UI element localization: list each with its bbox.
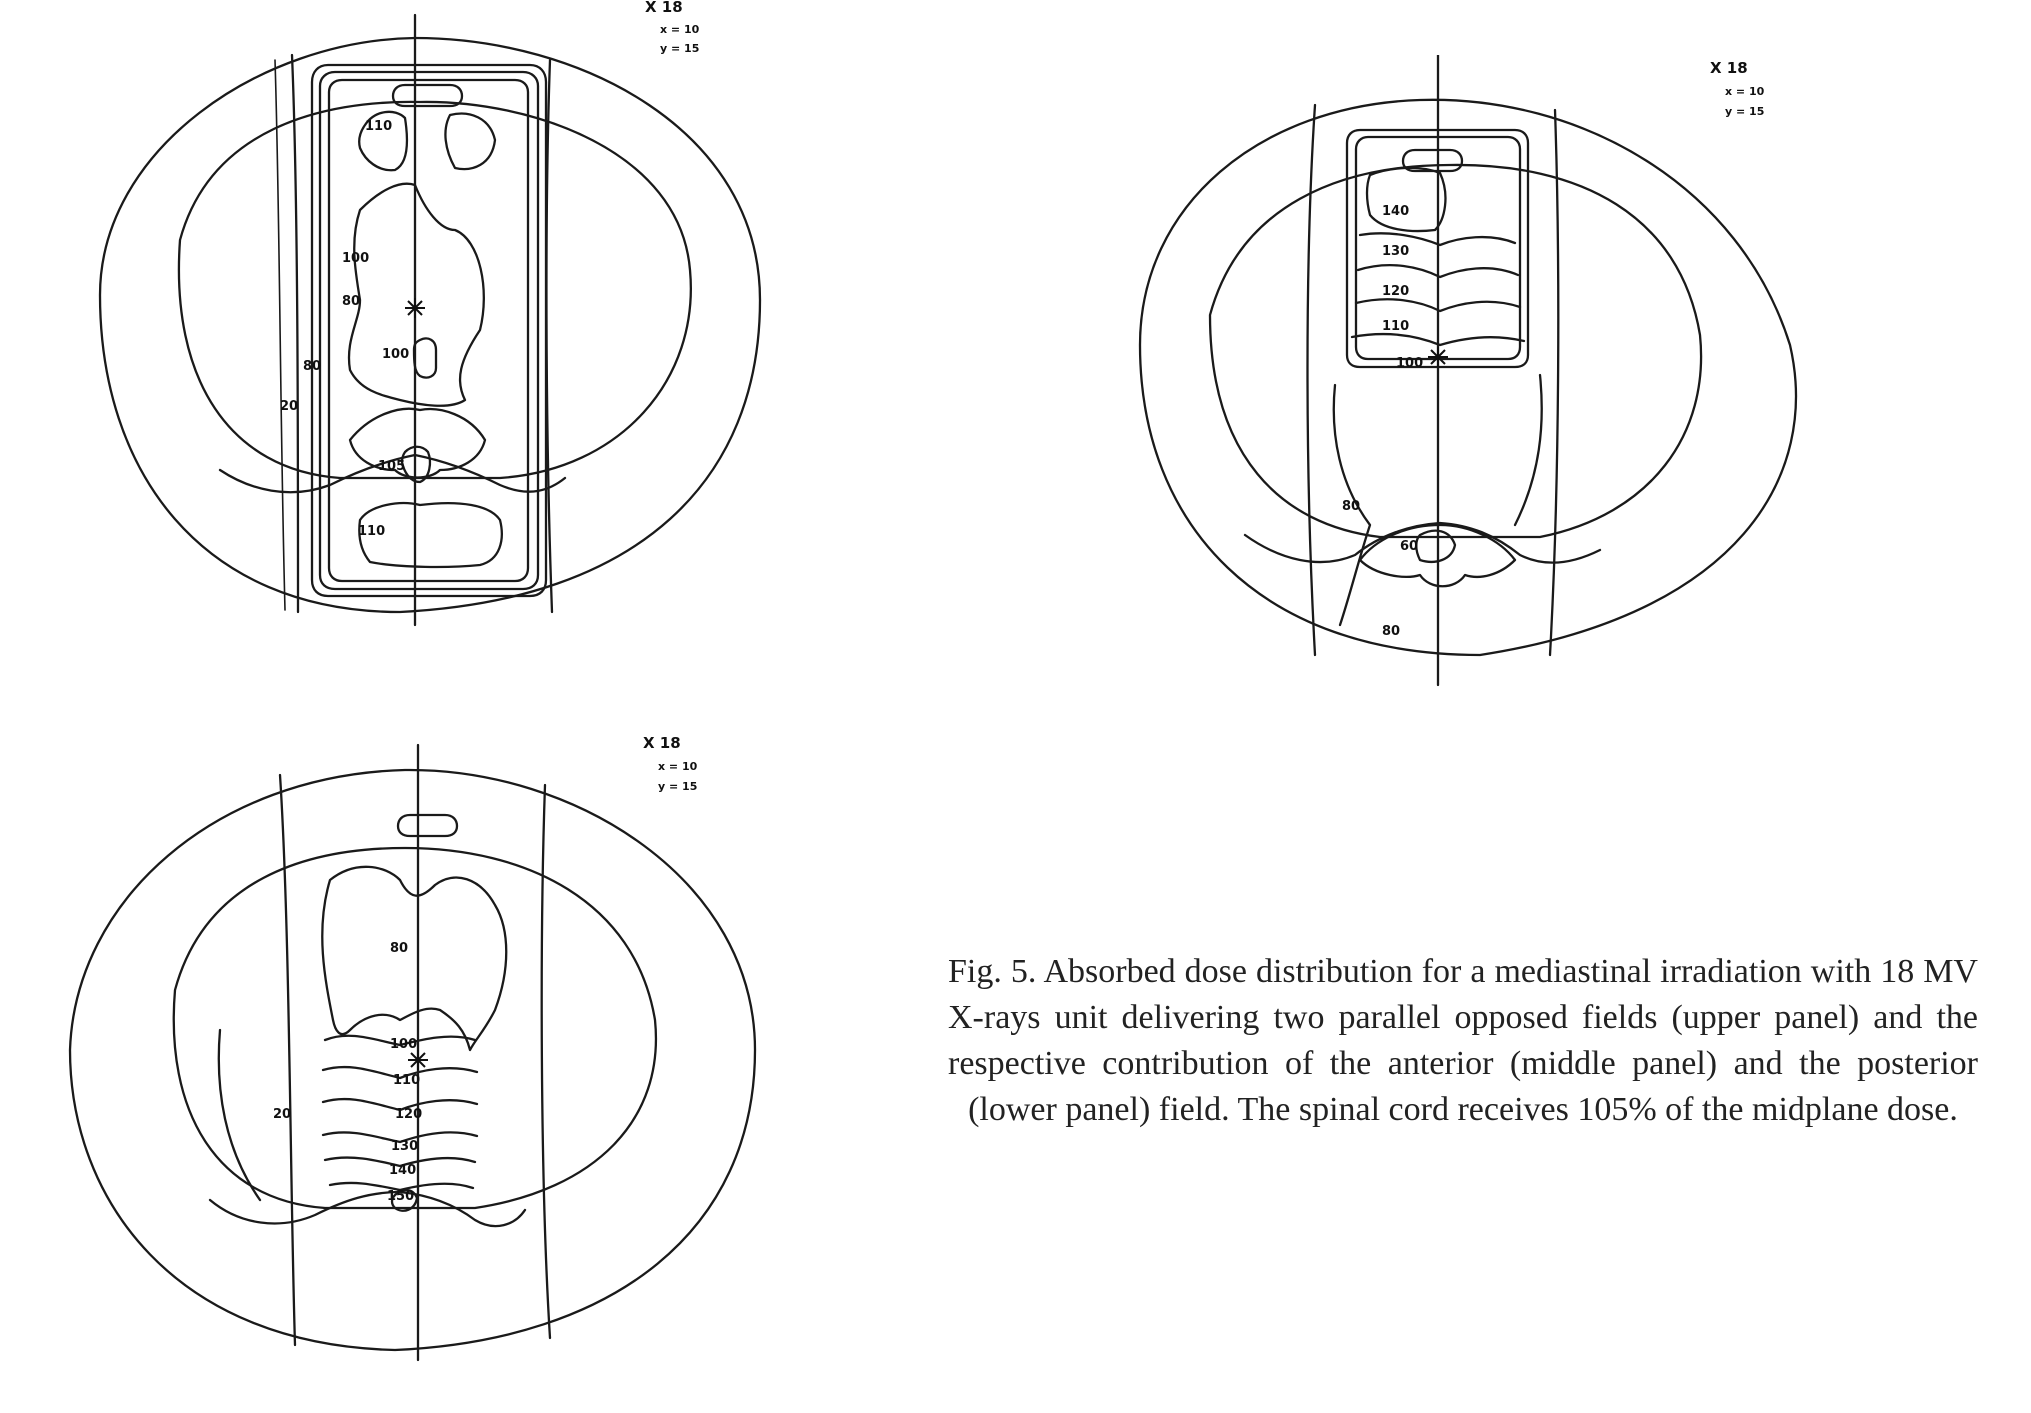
isodose-100-contour <box>347 182 485 407</box>
isodose-105-cord <box>400 445 432 484</box>
isodose-20 <box>217 1028 262 1202</box>
isodose-100-small <box>412 337 438 379</box>
isodose-label: 20 <box>273 1107 291 1122</box>
isodose-svg-middle: X 18 x = 10 y = 15 140 130 120 110 100 8… <box>1138 55 1798 687</box>
y-coordinate-label: y = 15 <box>660 42 699 55</box>
isodose-130 <box>321 1131 479 1144</box>
isodose-label: 80 <box>1382 624 1400 639</box>
isodose-label: 105 <box>378 459 405 474</box>
beam-field-edge-left <box>290 53 300 614</box>
trachea-outline <box>396 813 459 838</box>
isodose-svg-upper: X 18 x = 10 y = 15 110 100 80 100 80 20 <box>98 0 762 627</box>
isodose-diagram-lower: X 18 x = 10 y = 15 80 100 110 120 130 14… <box>55 730 775 1380</box>
isodose-80 <box>321 865 508 1052</box>
lung-outline <box>172 846 658 1210</box>
isodose-150 <box>328 1181 475 1192</box>
isodose-diagram-middle: X 18 x = 10 y = 15 140 130 120 110 100 8… <box>1120 55 1840 695</box>
trachea-outline <box>391 83 464 108</box>
lung-outline <box>177 100 692 480</box>
energy-label: X 18 <box>643 734 681 752</box>
cord-outline <box>390 1188 419 1212</box>
isodose-label: 110 <box>358 524 385 539</box>
isodose-130 <box>1358 232 1517 247</box>
body-outline <box>68 768 757 1352</box>
isocenter-marker <box>1428 347 1448 367</box>
isodose-label: 130 <box>1382 244 1409 259</box>
isodose-label: 150 <box>387 1189 414 1204</box>
body-outline <box>1138 98 1798 657</box>
isodose-120 <box>1356 264 1520 279</box>
isodose-label: 140 <box>1382 204 1409 219</box>
beam-field-edge-left-inner <box>274 59 286 611</box>
beam-field-edge-right <box>1548 108 1560 657</box>
isocenter-marker <box>405 298 425 318</box>
trachea-outline <box>1401 148 1464 173</box>
isodose-diagram-upper: X 18 x = 10 y = 15 110 100 80 100 80 20 <box>60 0 780 650</box>
isodose-rect-mid <box>318 70 540 591</box>
isodose-label: 80 <box>390 941 408 956</box>
isodose-110-top-right <box>444 112 497 171</box>
vertebra-outline <box>1243 521 1602 588</box>
isocenter-marker <box>408 1050 428 1070</box>
lung-outline <box>1208 163 1703 539</box>
y-coordinate-label: y = 15 <box>1725 105 1764 118</box>
beam-field-edge-left <box>278 773 297 1347</box>
body-outline <box>98 36 762 614</box>
isodose-label: 130 <box>391 1139 418 1154</box>
isodose-label: 110 <box>393 1073 420 1088</box>
isodose-label: 120 <box>395 1107 422 1122</box>
isodose-rect-inner <box>327 78 530 583</box>
isodose-80-right <box>1513 373 1543 527</box>
isodose-140 <box>1365 166 1447 233</box>
isodose-label: 80 <box>342 294 360 309</box>
vertebra-outline <box>218 407 567 494</box>
isodose-label: 80 <box>303 359 321 374</box>
x-coordinate-label: x = 10 <box>660 23 700 36</box>
beam-field-edge-right <box>545 58 554 614</box>
isodose-rect-outer <box>310 63 548 598</box>
isodose-rect-outer <box>1345 128 1530 369</box>
isodose-120 <box>321 1097 479 1112</box>
isodose-label: 120 <box>1382 284 1409 299</box>
beam-field-edge-right <box>540 783 552 1340</box>
vertebra-outline <box>208 1190 527 1228</box>
isodose-label: 60 <box>1400 539 1418 554</box>
figure-caption: Fig. 5. Absorbed dose distribution for a… <box>948 953 1978 1128</box>
isodose-label: 100 <box>1396 356 1423 371</box>
isodose-label: 100 <box>390 1037 417 1052</box>
beam-field-edge-left <box>1306 103 1317 657</box>
isodose-140 <box>323 1156 477 1168</box>
isodose-rect-inner <box>1354 135 1522 361</box>
isodose-label: 110 <box>365 119 392 134</box>
isodose-110 <box>321 1065 479 1080</box>
x-coordinate-label: x = 10 <box>1725 85 1765 98</box>
energy-label: X 18 <box>645 0 683 16</box>
isodose-100 <box>1350 332 1526 347</box>
y-coordinate-label: y = 15 <box>658 780 697 793</box>
isodose-svg-lower: X 18 x = 10 y = 15 80 100 110 120 130 14… <box>68 734 757 1362</box>
energy-label: X 18 <box>1710 59 1748 77</box>
isodose-80-left <box>1332 383 1372 627</box>
isodose-110-top <box>358 110 409 172</box>
isodose-100 <box>323 1034 477 1047</box>
isodose-label: 140 <box>389 1163 416 1178</box>
isodose-110 <box>1354 298 1522 313</box>
isodose-label: 110 <box>1382 319 1409 334</box>
isodose-label: 20 <box>280 399 298 414</box>
isodose-60-cord <box>1415 529 1457 564</box>
isodose-label: 100 <box>382 347 409 362</box>
isodose-label: 100 <box>342 251 369 266</box>
isodose-label: 80 <box>1342 499 1360 514</box>
x-coordinate-label: x = 10 <box>658 760 698 773</box>
